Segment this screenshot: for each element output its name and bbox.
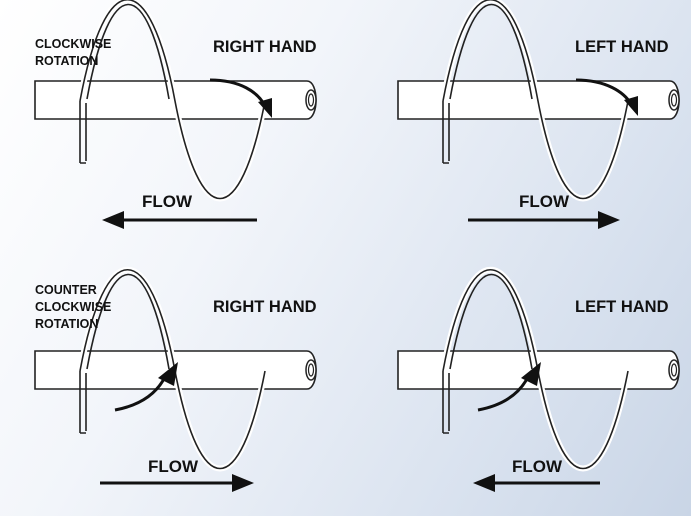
flow-label: FLOW xyxy=(519,192,570,211)
rotation-label-line: CLOCKWISE xyxy=(35,37,111,51)
flow-label: FLOW xyxy=(142,192,193,211)
rotation-arrowhead-icon xyxy=(258,98,272,118)
auger-screw xyxy=(35,0,316,199)
rotation-arrowhead-icon xyxy=(624,96,638,116)
panel-counter-clockwise-right-hand: COUNTER CLOCKWISE ROTATION RIGHT HAND FL… xyxy=(35,270,317,492)
flow-arrowhead-icon xyxy=(473,474,495,492)
rotation-label-line: CLOCKWISE xyxy=(35,300,111,314)
panel-clockwise-right-hand: CLOCKWISE ROTATION RIGHT HAND FLOW xyxy=(35,0,317,229)
panel-counter-clockwise-left-hand: LEFT HAND FLOW xyxy=(398,270,679,492)
rotation-arrowhead-icon xyxy=(158,362,178,386)
hand-label: RIGHT HAND xyxy=(213,38,317,56)
rotation-arrowhead-icon xyxy=(521,362,541,386)
flow-arrowhead-icon xyxy=(232,474,254,492)
flow-label: FLOW xyxy=(512,457,563,476)
flow-arrowhead-icon xyxy=(102,211,124,229)
flow-label: FLOW xyxy=(148,457,199,476)
hand-label: LEFT HAND xyxy=(575,38,669,56)
hand-label: LEFT HAND xyxy=(575,298,669,316)
flow-arrowhead-icon xyxy=(598,211,620,229)
rotation-label-line: COUNTER xyxy=(35,283,97,297)
panel-clockwise-left-hand: LEFT HAND FLOW xyxy=(398,0,679,229)
rotation-label-line: ROTATION xyxy=(35,317,98,331)
rotation-label-line: ROTATION xyxy=(35,54,98,68)
hand-label: RIGHT HAND xyxy=(213,298,317,316)
